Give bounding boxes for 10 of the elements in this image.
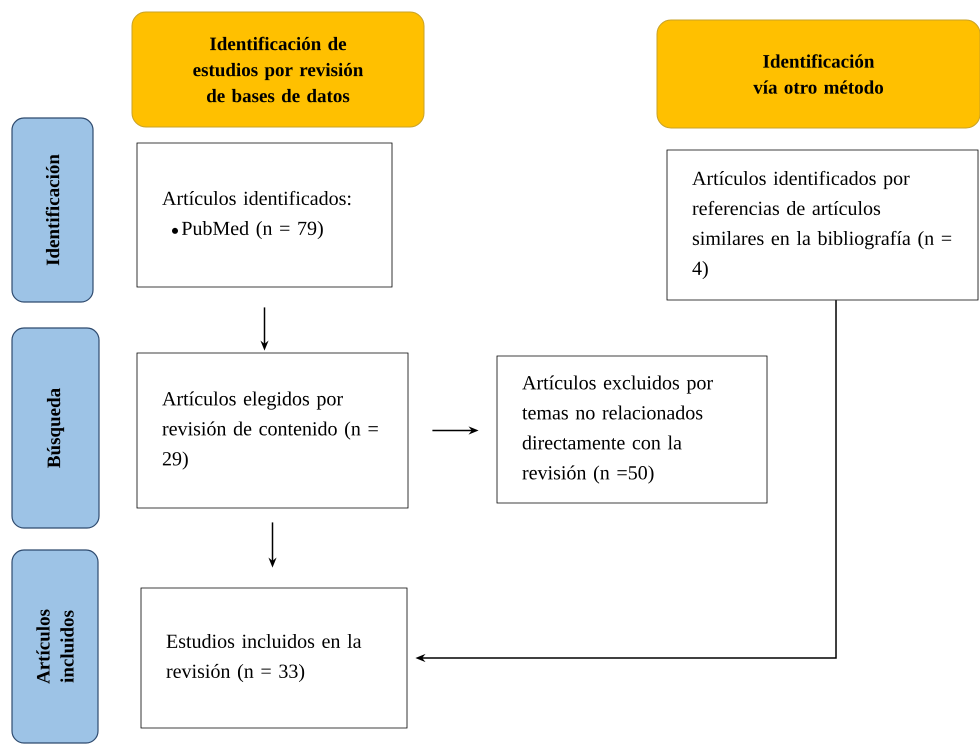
header-box: Identificación de estudios por revisión de bases de datos xyxy=(132,12,424,128)
process-box: Artículos identificados por referencias de artículos similares en la bibliografía (n = 4) xyxy=(666,150,978,300)
process-box: Artículos excluidos por temas no relacionados directamente con la revisión (n =50) xyxy=(496,356,768,504)
stage-label: Artículos incluidos xyxy=(11,549,99,744)
stage-label: Búsqueda xyxy=(11,327,100,529)
process-box: Estudios incluidos en la revisión (n = 33) xyxy=(140,588,408,728)
process-box: Artículos identificados: PubMed (n = 79) xyxy=(136,142,392,288)
process-box: Artículos elegidos por revisión de contenido (n = 29) xyxy=(136,352,408,508)
header-box: Identificación vía otro método xyxy=(656,20,980,128)
stage-label: Identificación xyxy=(11,117,94,303)
